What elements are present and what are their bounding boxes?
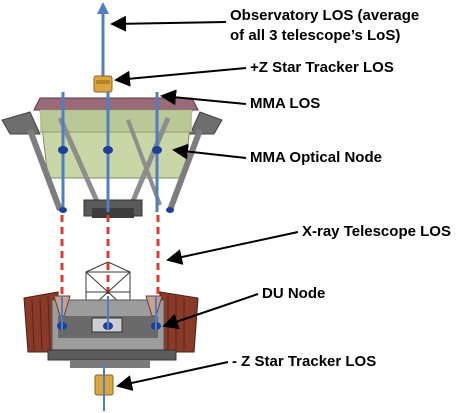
xray-telescope-los-label: X-ray Telescope LOS xyxy=(302,223,451,240)
plus-z-star-tracker xyxy=(93,75,113,93)
mma-optical-node-label: MMA Optical Node xyxy=(250,149,382,166)
observatory-los-line xyxy=(97,2,109,78)
dashed-alignment-links xyxy=(60,215,160,295)
observatory-los-label-line2: of all 3 telescope’s LoS) xyxy=(230,27,400,44)
observatory-los-label-line1: Observatory LOS (average xyxy=(230,7,419,24)
du-node-label: DU Node xyxy=(262,285,325,302)
plus-z-star-tracker-label: +Z Star Tracker LOS xyxy=(250,59,394,76)
mma-assembly xyxy=(1,97,223,218)
mma-los-label: MMA LOS xyxy=(250,95,320,112)
mma-optical-nodes xyxy=(58,146,174,213)
annotation-arrows xyxy=(110,15,299,391)
minus-z-star-tracker xyxy=(94,362,114,411)
detector-unit-assembly xyxy=(23,261,199,368)
du-los-lines xyxy=(61,296,157,330)
minus-z-star-tracker-label: - Z Star Tracker LOS xyxy=(232,353,376,370)
